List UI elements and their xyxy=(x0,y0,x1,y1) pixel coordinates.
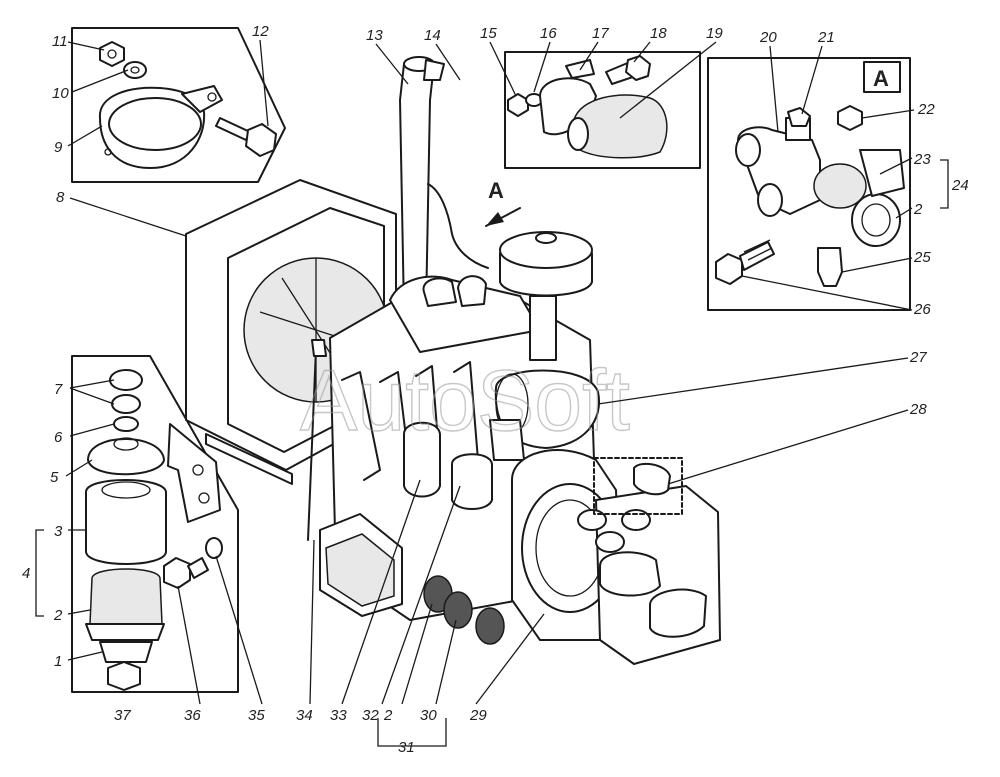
label-36: 36 xyxy=(184,707,201,724)
label-34: 34 xyxy=(296,707,313,724)
inset-engine-mount xyxy=(71,355,239,693)
label-4: 4 xyxy=(22,565,30,582)
label-28: 28 xyxy=(909,401,927,418)
inset-view-a: A xyxy=(707,57,911,311)
label-9: 9 xyxy=(54,139,63,156)
label-2-starter: 2 xyxy=(383,707,393,724)
label-33: 33 xyxy=(330,707,347,724)
label-37: 37 xyxy=(114,707,131,724)
label-29: 29 xyxy=(469,707,487,724)
label-7: 7 xyxy=(54,381,63,398)
label-17: 17 xyxy=(592,25,609,42)
label-22: 22 xyxy=(917,101,935,118)
label-2-mount: 2 xyxy=(53,607,63,624)
label-6: 6 xyxy=(54,429,63,446)
label-31: 31 xyxy=(398,739,415,756)
engine-main xyxy=(185,56,721,665)
label-12: 12 xyxy=(252,23,269,40)
label-21: 21 xyxy=(817,29,835,46)
label-18: 18 xyxy=(650,25,667,42)
label-24: 24 xyxy=(951,177,969,194)
label-16: 16 xyxy=(540,25,557,42)
label-2-view-a: 2 xyxy=(913,201,923,218)
label-19: 19 xyxy=(706,25,723,42)
label-3: 3 xyxy=(54,523,63,540)
inset-hose-clamp xyxy=(504,51,701,169)
callout-labels: 11 10 9 12 8 13 14 15 16 17 18 19 20 21 … xyxy=(22,23,969,756)
inset-clamp xyxy=(71,27,286,183)
label-27: 27 xyxy=(909,349,927,366)
label-14: 14 xyxy=(424,27,441,44)
label-30: 30 xyxy=(420,707,437,724)
label-35: 35 xyxy=(248,707,265,724)
label-13: 13 xyxy=(366,27,383,44)
view-a-letter: A xyxy=(873,66,889,91)
watermark: AutoSoft xyxy=(300,353,630,449)
label-8: 8 xyxy=(56,189,65,206)
label-10: 10 xyxy=(52,85,69,102)
label-23: 23 xyxy=(913,151,931,168)
label-26: 26 xyxy=(913,301,931,318)
view-arrow-a: A xyxy=(485,178,521,227)
label-20: 20 xyxy=(759,29,777,46)
label-15: 15 xyxy=(480,25,497,42)
label-25: 25 xyxy=(913,249,931,266)
arrow-a-letter: A xyxy=(488,178,504,203)
label-5: 5 xyxy=(50,469,59,486)
leader-lines xyxy=(35,39,949,747)
label-32: 32 xyxy=(362,707,379,724)
label-1: 1 xyxy=(54,653,62,670)
label-11: 11 xyxy=(52,33,68,50)
